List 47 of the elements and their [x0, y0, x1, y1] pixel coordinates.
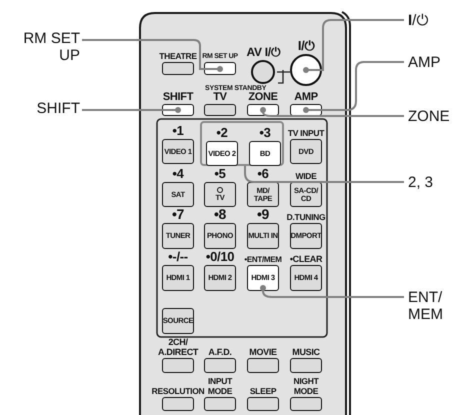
button-label: •ENT/MEM	[244, 255, 282, 264]
leader-line	[303, 61, 404, 113]
highlight-frame	[200, 121, 284, 166]
callout-label: 2, 3	[408, 174, 458, 191]
button-label: INPUT MODE	[206, 377, 234, 396]
callout-label: AMP	[408, 54, 458, 71]
button-label: THEATRE	[159, 52, 197, 61]
button-label: I/⏻	[298, 39, 314, 53]
button-label: •2	[216, 126, 228, 140]
button-label: •1	[172, 124, 184, 138]
button-label: •4	[172, 167, 184, 181]
button-label: WIDE	[296, 172, 316, 181]
callout-label: RM SET UP	[18, 30, 80, 64]
button-label: RESOLUTION	[152, 386, 204, 396]
button-label: MUSIC	[292, 347, 320, 357]
button-label: •8	[214, 207, 226, 222]
button-label: •6	[257, 167, 269, 181]
leader-line	[303, 19, 404, 73]
leader-line	[82, 39, 223, 72]
button-label: 2CH/ A.DIRECT	[158, 337, 198, 357]
leader-line	[260, 285, 404, 298]
callout-label: ENT/ MEM	[408, 289, 452, 323]
button-label: •CLEAR	[290, 254, 322, 264]
button-label: •0/10	[206, 250, 234, 264]
button-label: AMP	[294, 91, 318, 103]
button-label: •-/--	[168, 250, 188, 264]
button-label: •9	[256, 207, 270, 222]
button-label: SHIFT	[162, 91, 194, 103]
button-label: TV INPUT	[288, 128, 324, 138]
button-label: D.TUNING	[286, 212, 326, 222]
button-label: •7	[172, 207, 184, 222]
leader-line	[260, 107, 404, 117]
button-label: A.F.D.	[208, 347, 232, 357]
button-label: •5	[214, 167, 226, 181]
button-label: MOVIE	[249, 347, 277, 357]
button-label: •3	[259, 126, 271, 140]
leader-line	[82, 107, 181, 113]
leader-line	[244, 166, 404, 183]
callout-label: SHIFT	[18, 100, 80, 117]
bracket-line	[276, 69, 291, 84]
button-label: NIGHT MODE	[292, 377, 320, 396]
callout-label: I/⏻	[408, 12, 458, 29]
button-label: SLEEP	[250, 386, 276, 396]
button-label: AV I/⏻	[246, 46, 280, 59]
callout-label: ZONE	[408, 108, 458, 125]
button-label: TV	[213, 91, 227, 103]
button-label: ZONE	[248, 91, 278, 103]
